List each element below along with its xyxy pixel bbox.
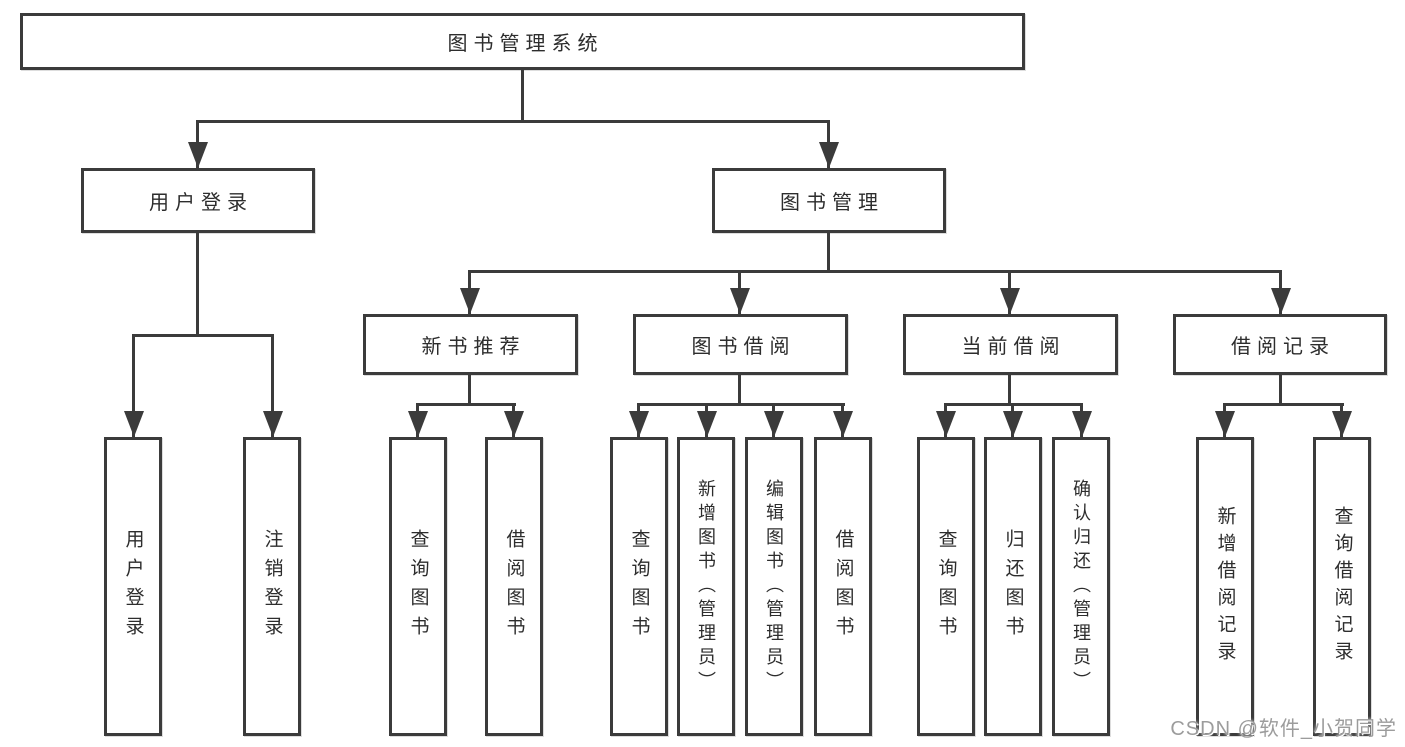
node-borrow-books-recommend: 借阅图书 [485,437,543,736]
node-book-borrowing: 图书借阅 [633,314,848,375]
node-label: 图书借阅 [691,336,796,358]
arrowhead-icon [827,120,830,168]
arrowhead-icon [772,403,775,437]
connector-line [1279,375,1282,405]
arrowhead-icon [1223,403,1226,437]
node-label: 图书管理系统 [447,33,604,55]
node-label: 当前借阅 [961,336,1066,358]
node-logout: 注销登录 [243,437,301,736]
arrowhead-icon [705,403,708,437]
arrowhead-icon [637,403,640,437]
node-label: 新书推荐 [421,336,526,358]
node-label: 借阅图书 [832,528,854,645]
connector-line [521,69,524,122]
node-add-borrow-record: 新增借阅记录 [1196,437,1254,736]
arrowhead-icon [738,270,741,314]
node-library-management-system: 图书管理系统 [20,13,1025,70]
node-label: 用户登录 [149,192,253,214]
node-label: 新增借阅记录 [1214,505,1236,668]
node-current-borrowing: 当前借阅 [903,314,1118,375]
connector-line [468,375,471,405]
connector-line [197,120,830,123]
connector-line [827,232,830,272]
node-query-books-recommend: 查询图书 [389,437,447,736]
arrowhead-icon [512,403,515,437]
arrowhead-icon [468,270,471,314]
node-edit-book-admin: 编辑图书（管理员） [745,437,803,736]
node-label: 新增图书（管理员） [696,478,716,695]
arrowhead-icon [196,120,199,168]
node-label: 用户登录 [122,528,144,645]
node-new-book-recommend: 新书推荐 [363,314,578,375]
node-label: 借阅记录 [1231,336,1335,358]
node-return-books: 归还图书 [984,437,1042,736]
node-label: 注销登录 [261,528,283,645]
arrowhead-icon [1008,270,1011,314]
csdn-watermark: CSDN @软件_小贺同学 [1170,718,1397,740]
node-label: 查询图书 [407,528,429,645]
arrowhead-icon [1011,403,1014,437]
node-confirm-return-admin: 确认归还（管理员） [1052,437,1110,736]
node-user-login: 用户登录 [81,168,315,233]
arrowhead-icon [1340,403,1343,437]
connector-line [1223,403,1344,406]
node-book-management: 图书管理 [712,168,946,233]
node-borrow-records: 借阅记录 [1173,314,1387,375]
arrowhead-icon [132,334,135,437]
connector-line [416,403,516,406]
node-query-books-borrowing: 查询图书 [610,437,668,736]
connector-line [1008,375,1011,405]
connector-line [468,270,1282,273]
node-label: 借阅图书 [503,528,525,645]
node-borrow-books-borrowing: 借阅图书 [814,437,872,736]
arrowhead-icon [1080,403,1083,437]
connector-line [132,334,274,337]
arrowhead-icon [1279,270,1282,314]
node-user-login-leaf: 用户登录 [104,437,162,736]
node-label: 查询图书 [628,528,650,645]
connector-line [637,403,845,406]
node-query-borrow-record: 查询借阅记录 [1313,437,1371,736]
arrowhead-icon [271,334,274,437]
connector-line [196,232,199,336]
node-add-book-admin: 新增图书（管理员） [677,437,735,736]
node-label: 图书管理 [780,192,884,214]
node-query-books-current: 查询图书 [917,437,975,736]
node-label: 查询图书 [935,528,957,645]
arrowhead-icon [944,403,947,437]
connector-line [738,375,741,405]
arrowhead-icon [841,403,844,437]
arrowhead-icon [416,403,419,437]
node-label: 查询借阅记录 [1331,505,1353,668]
node-label: 编辑图书（管理员） [764,478,784,695]
node-label: 确认归还（管理员） [1071,478,1091,695]
node-label: 归还图书 [1002,528,1024,645]
